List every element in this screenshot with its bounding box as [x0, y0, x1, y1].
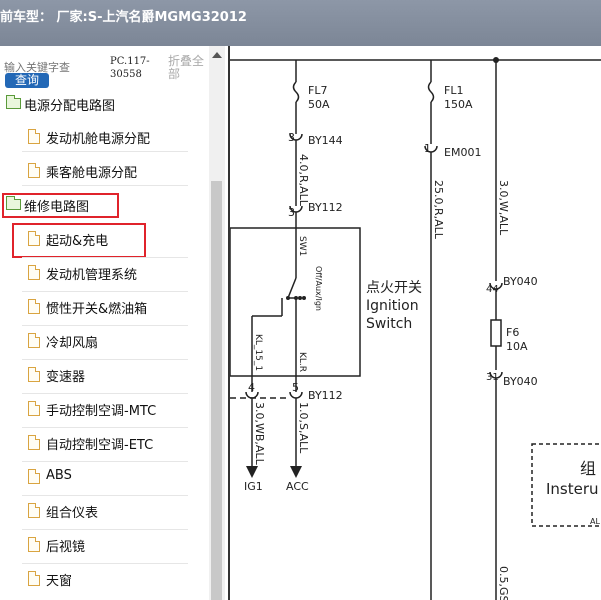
document-icon [28, 333, 40, 348]
highlight-box-selected [12, 223, 146, 258]
tree-folder-power-distribution[interactable]: 电源分配电路图 [4, 93, 204, 115]
tree-item-label: 发动机舱电源分配 [46, 132, 151, 147]
tree-item-label: 惯性开关&燃油箱 [46, 302, 148, 317]
document-icon [28, 129, 40, 144]
switch-name-en1: Ignition [366, 298, 419, 314]
wiring-diagram: FL7 50A FL1 150A F6 10A 3 BY144 1 EM001 … [228, 46, 601, 600]
pin-label: 44 [486, 284, 499, 295]
tree-item-sunroof[interactable]: 天窗 [26, 568, 206, 590]
pin-label: 3 [288, 131, 295, 144]
tree-folder-label: 电源分配电路图 [24, 99, 116, 114]
search-input[interactable] [4, 58, 106, 76]
wire-label: 0.5,GS [497, 566, 510, 600]
switch-name-cn: 点火开关 [366, 280, 422, 296]
output-ig1: IG1 [244, 480, 263, 493]
pc-code: PC.117-30558 [110, 56, 150, 80]
wire-label: 25.0,R,ALL [432, 180, 445, 240]
tree-item-label: 组合仪表 [46, 506, 99, 521]
tree-folder-repair-diagrams[interactable]: 维修电路图 [4, 194, 204, 216]
window-title: 前车型： 厂家:S-上汽名爵MGMG32012 [0, 10, 247, 25]
document-icon [28, 401, 40, 416]
fuse-f6-rating: 10A [506, 340, 528, 353]
tree-item-cooling-fan[interactable]: 冷却风扇 [26, 330, 206, 352]
module-label-cn: 组 [580, 459, 596, 478]
fuse-fl1-id: FL1 [444, 84, 463, 97]
switch-positions: Off/Aux/Ign [314, 266, 323, 311]
tree-item-label: ABS [46, 468, 72, 483]
document-icon [28, 163, 40, 178]
scroll-up-icon[interactable] [212, 52, 222, 58]
module-pin-label: AL [590, 517, 600, 526]
tree-item-label: 自动控制空调-ETC [46, 438, 154, 453]
connector-by040-top: BY040 [503, 275, 538, 288]
left-panel: 查询 PC.117-30558 折叠全部 电源分配电路图 发动机舱电源分配 乘客… [0, 46, 227, 600]
tree-item-passenger-power[interactable]: 乘客舱电源分配 [26, 160, 206, 182]
folder-open-icon [6, 95, 21, 109]
tree-item-engine-power[interactable]: 发动机舱电源分配 [26, 126, 206, 148]
connector-by040-bottom: BY040 [503, 375, 538, 388]
pin-label: 1 [424, 142, 431, 155]
diagram-svg: FL7 50A FL1 150A F6 10A 3 BY144 1 EM001 … [230, 57, 601, 600]
document-icon [28, 367, 40, 382]
pin-label: 31 [486, 372, 499, 383]
fuse-fl1-rating: 150A [444, 98, 473, 111]
tree-item-mtc[interactable]: 手动控制空调-MTC [26, 398, 206, 420]
search-button[interactable]: 查询 [5, 73, 49, 88]
tree-item-abs[interactable]: ABS [26, 466, 206, 488]
tree-item-label: 变速器 [46, 370, 86, 385]
connector-by112-bottom: BY112 [308, 389, 343, 402]
wire-label: 3.0,WB,ALL [253, 402, 266, 466]
tree-item-transmission[interactable]: 变速器 [26, 364, 206, 386]
pin-label: 3 [288, 206, 295, 219]
highlight-box-folder [2, 193, 119, 218]
tree-item-label: 后视镜 [46, 540, 86, 555]
connector-by112-top: BY112 [308, 201, 343, 214]
document-icon [28, 231, 40, 246]
tree-item-mirror[interactable]: 后视镜 [26, 534, 206, 556]
tree-item-label: 手动控制空调-MTC [46, 404, 157, 419]
tree-item-inertia-fuel[interactable]: 惯性开关&燃油箱 [26, 296, 206, 318]
connector-by144: BY144 [308, 134, 343, 147]
tree-scrollbar[interactable] [209, 46, 225, 600]
fuse-fl7-rating: 50A [308, 98, 330, 111]
pin-label: 5 [292, 381, 299, 394]
switch-pin-klr: KL.R [297, 352, 307, 372]
tree-item-label: 发动机管理系统 [46, 268, 138, 283]
document-icon [28, 469, 40, 484]
switch-name-en2: Switch [366, 316, 412, 332]
module-label-en: Insteru [546, 480, 599, 498]
tree-item-label: 乘客舱电源分配 [46, 166, 138, 181]
document-icon [28, 299, 40, 314]
fuse-fl7-id: FL7 [308, 84, 327, 97]
document-icon [28, 537, 40, 552]
document-icon [28, 265, 40, 280]
tree-item-etc[interactable]: 自动控制空调-ETC [26, 432, 206, 454]
wire-label: 1.0,S,ALL [297, 402, 310, 454]
wire-label: 4.0,R,ALL [297, 154, 310, 207]
tree-item-ems[interactable]: 发动机管理系统 [26, 262, 206, 284]
output-acc: ACC [286, 480, 309, 493]
document-icon [28, 435, 40, 450]
scrollbar-thumb[interactable] [211, 181, 222, 600]
wire-label: 3.0,W,ALL [497, 180, 510, 236]
tree-item-cluster[interactable]: 组合仪表 [26, 500, 206, 522]
collapse-all-link[interactable]: 折叠全部 [168, 54, 205, 81]
title-bar: 前车型： 厂家:S-上汽名爵MGMG32012 [0, 0, 601, 46]
tree-item-start-charge[interactable]: 起动&充电 [26, 228, 206, 250]
switch-pin-sw1: SW1 [297, 236, 307, 256]
tree-folder-label: 维修电路图 [24, 200, 90, 215]
tree-item-label: 起动&充电 [46, 234, 109, 249]
switch-pin-kl15: KL_15_1 [253, 334, 263, 371]
tree-item-label: 冷却风扇 [46, 336, 99, 351]
pin-label: 4 [248, 381, 255, 394]
fuse-f6-id: F6 [506, 326, 519, 339]
connector-em001: EM001 [444, 146, 481, 159]
document-icon [28, 503, 40, 518]
folder-open-icon [6, 196, 21, 210]
document-icon [28, 571, 40, 586]
tree-item-label: 天窗 [46, 574, 73, 589]
